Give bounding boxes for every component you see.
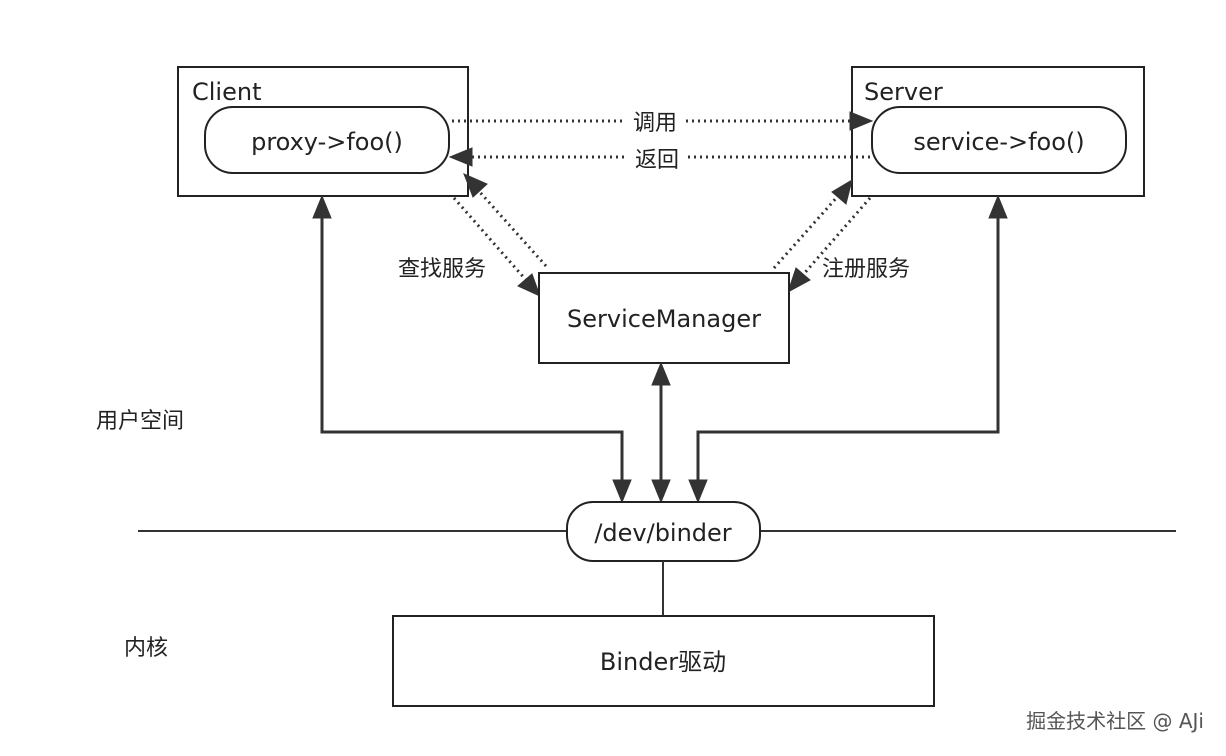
server-title: Server	[864, 78, 943, 106]
register-request-arrowhead	[831, 178, 853, 205]
client-up-arrowhead	[312, 194, 332, 219]
server-up-arrowhead	[988, 194, 1008, 219]
lookup-request-edge	[452, 197, 528, 281]
return-label: 返回	[635, 148, 679, 173]
watermark: 掘金技术社区 @ AJi	[1026, 709, 1204, 733]
dev-binder-label: /dev/binder	[594, 519, 731, 547]
client-method-pill	[204, 106, 450, 174]
binder-driver-box	[392, 615, 935, 707]
call-arrowhead	[849, 111, 874, 131]
client-method-label: proxy->foo()	[251, 128, 403, 156]
server-method-label: service->foo()	[913, 128, 1084, 156]
lookup-response-arrowhead	[463, 173, 488, 198]
register-service-label: 注册服务	[822, 257, 910, 282]
binder-driver-label: Binder驱动	[600, 648, 726, 676]
register-request-edge	[772, 195, 840, 269]
client-binder-edge	[320, 216, 624, 482]
lookup-response-edge	[476, 188, 548, 268]
lookup-request-arrowhead	[517, 273, 541, 297]
service-manager-label: ServiceManager	[567, 305, 761, 333]
user-space-label: 用户空间	[96, 409, 184, 434]
call-label: 调用	[633, 111, 677, 136]
lookup-service-label: 查找服务	[398, 257, 486, 282]
register-response-arrowhead	[787, 267, 811, 294]
server-method-pill	[871, 106, 1127, 174]
kernel-label: 内核	[124, 636, 168, 661]
return-arrowhead	[448, 147, 473, 167]
client-title: Client	[192, 78, 261, 106]
service-manager-box	[538, 272, 790, 364]
service-manager-down-arrowhead	[651, 479, 671, 504]
client-down-arrowhead	[612, 479, 632, 504]
service-manager-up-arrowhead	[651, 361, 671, 386]
server-down-arrowhead	[688, 479, 708, 504]
server-binder-edge	[696, 216, 1000, 482]
